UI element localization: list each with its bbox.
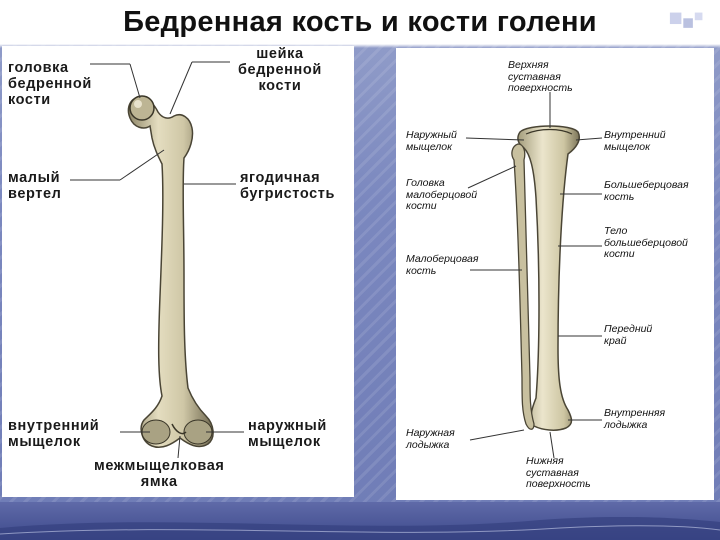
label-femur-neck: шейка бедренной кости [238, 46, 322, 94]
femur-bone [129, 98, 214, 448]
label-anterior-border: Передний край [604, 324, 652, 347]
label-gluteal-tuberosity: ягодичная бугристость [240, 170, 335, 202]
label-femur-head: головка бедренной кости [8, 60, 92, 108]
bottom-wave-decoration [0, 510, 720, 540]
label-medial-malleolus: Внутренняя лодыжка [604, 408, 665, 431]
label-femur-lateral-condyle: наружный мыщелок [248, 418, 327, 450]
label-lateral-malleolus: Наружная лодыжка [406, 428, 455, 451]
decor-squares-icon [668, 10, 712, 40]
label-intercondylar-fossa: межмыщелковая ямка [94, 458, 224, 490]
slide-title: Бедренная кость и кости голени [0, 6, 720, 39]
label-lesser-trochanter: малый вертел [8, 170, 61, 202]
tibia-figure-panel: Верхняя суставная поверхность Наружный м… [396, 48, 714, 500]
label-fibula-head: Головка малоберцовой кости [406, 178, 477, 213]
label-tibia: Большеберцовая кость [604, 180, 689, 203]
fibula-bone [512, 144, 534, 429]
label-femur-medial-condyle: внутренний мыщелок [8, 418, 99, 450]
label-fibula: Малоберцовая кость [406, 254, 478, 277]
femur-figure-panel: головка бедренной кости шейка бедренной … [2, 46, 354, 497]
label-lower-articular-surface: Нижняя суставная поверхность [526, 456, 591, 491]
label-tibia-body: Тело большеберцовой кости [604, 226, 688, 261]
femur-head-shape [130, 96, 154, 120]
label-tibia-lateral-condyle: Наружный мыщелок [406, 130, 457, 153]
label-tibia-medial-condyle: Внутренний мыщелок [604, 130, 666, 153]
label-upper-articular-surface: Верхняя суставная поверхность [508, 60, 573, 95]
